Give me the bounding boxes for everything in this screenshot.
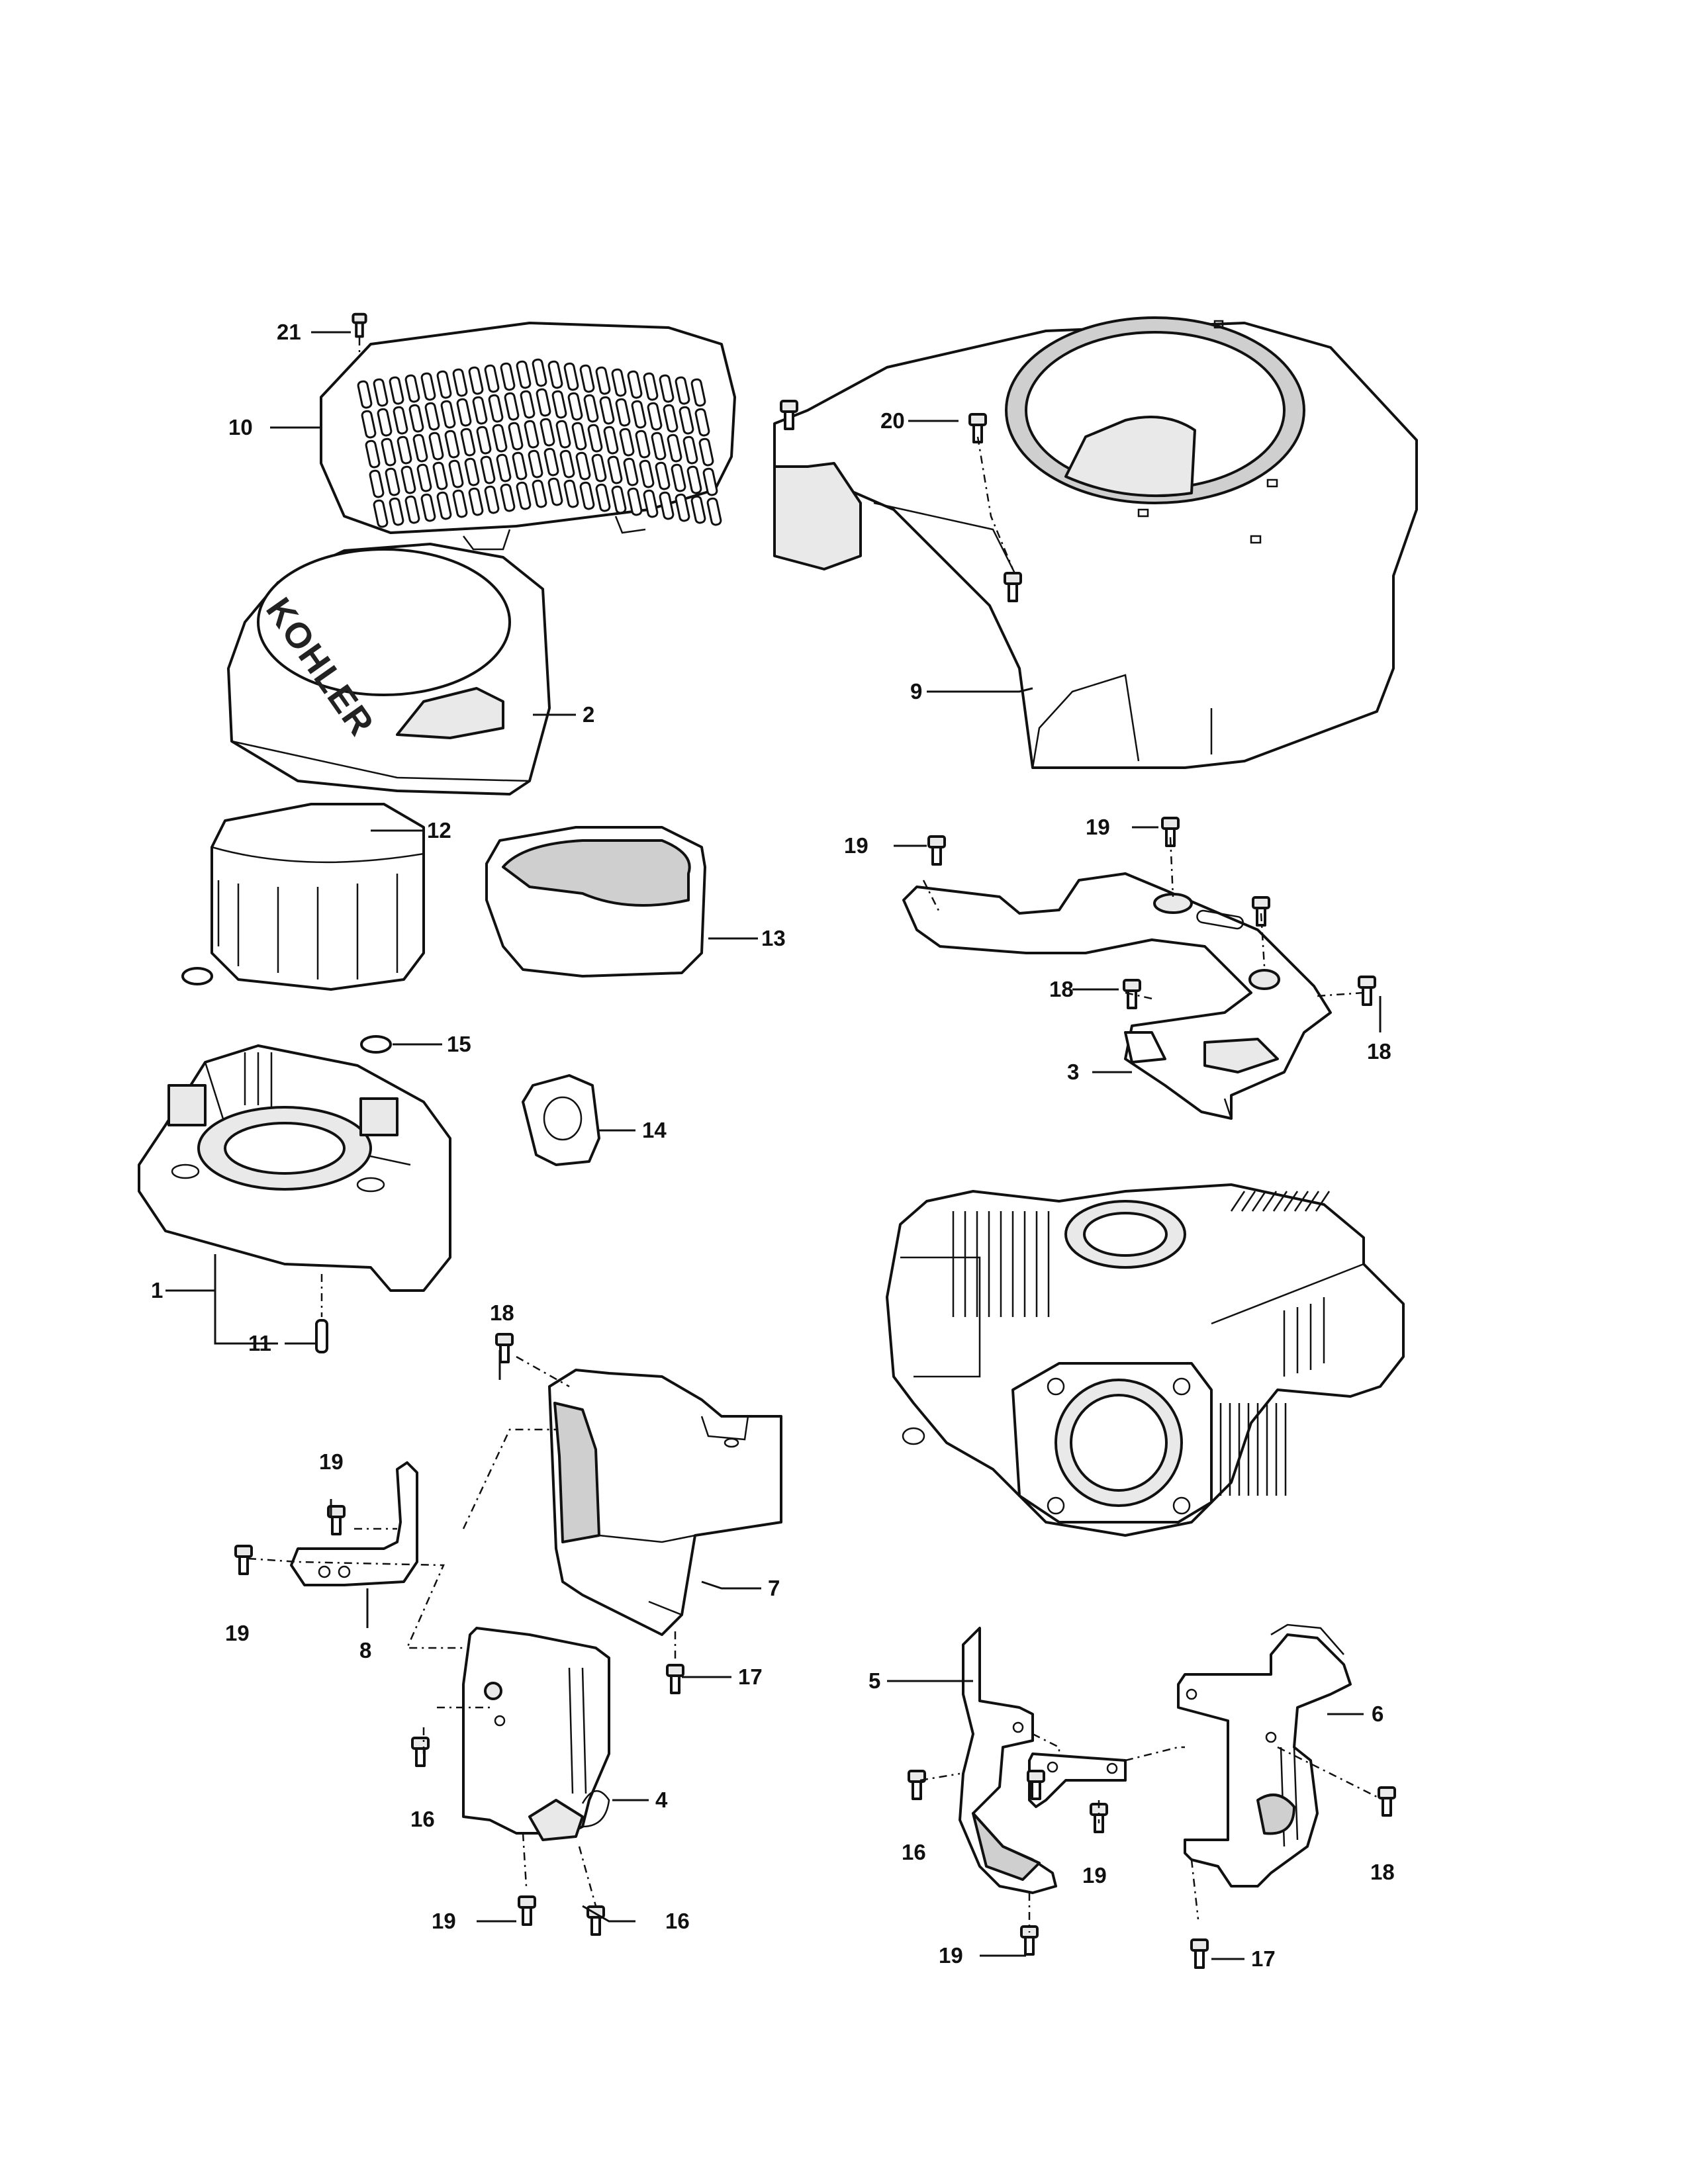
label-19-e: 19 [432, 1909, 456, 1933]
label-19-c: 19 [319, 1449, 344, 1474]
screw-icon [1123, 979, 1141, 1009]
label-19-g: 19 [939, 1943, 963, 1968]
part-1-air-cleaner-base [138, 1044, 451, 1292]
part-labels: 21 10 20 9 2 12 13 15 14 1 11 19 19 18 3… [151, 320, 1395, 1971]
part-9-blower-housing [773, 316, 1418, 769]
part-5-baffle [959, 1627, 1127, 1894]
part-12-filter-element [181, 803, 425, 991]
assembly-lines [248, 338, 1378, 1933]
label-19-a: 19 [844, 833, 868, 858]
screw-icon [1020, 1925, 1039, 1956]
label-17-a: 17 [738, 1664, 763, 1689]
label-16-b: 16 [665, 1909, 690, 1933]
screw-icon [1004, 572, 1022, 602]
screw-icon [1378, 1786, 1396, 1817]
label-14: 14 [642, 1118, 667, 1142]
label-19-d: 19 [225, 1621, 250, 1645]
part-11-pin [315, 1319, 328, 1353]
label-8: 8 [359, 1638, 371, 1662]
label-20: 20 [880, 408, 905, 433]
part-8-bracket [290, 1461, 418, 1586]
screw-icon [1190, 1938, 1209, 1969]
screw-icon [968, 413, 987, 443]
screw-icon [908, 1770, 926, 1800]
screw-icon [518, 1895, 536, 1926]
label-16-c: 16 [902, 1840, 926, 1864]
label-7: 7 [768, 1576, 780, 1600]
screw-icon [1090, 1803, 1108, 1833]
screw-icon [352, 312, 367, 338]
engine-crankcase [886, 1183, 1405, 1537]
part-7-cylinder-baffle [548, 1369, 782, 1636]
label-18-b: 18 [1367, 1039, 1391, 1064]
screw-icon [234, 1545, 253, 1575]
label-18-a: 18 [1049, 977, 1074, 1001]
label-9: 9 [910, 679, 922, 704]
label-15: 15 [447, 1032, 471, 1056]
label-4: 4 [655, 1788, 668, 1812]
label-19-b: 19 [1086, 815, 1110, 839]
part-4-baffle [462, 1627, 610, 1841]
label-17-b: 17 [1251, 1946, 1276, 1971]
screw-icon [927, 835, 946, 866]
label-13: 13 [761, 926, 786, 950]
part-2-air-cleaner-cover: KOHLER [227, 543, 551, 796]
part-13-pre-cleaner [485, 826, 706, 978]
label-11: 11 [248, 1331, 271, 1355]
part-14-gasket [522, 1074, 600, 1166]
part-3-bracket [902, 872, 1332, 1120]
label-3: 3 [1067, 1060, 1079, 1084]
part-15-o-ring [360, 1035, 392, 1054]
label-19-f: 19 [1082, 1863, 1107, 1888]
label-2: 2 [583, 702, 594, 727]
fasteners [234, 312, 1396, 1969]
screw-icon [780, 400, 798, 430]
part-6-baffle [1177, 1623, 1352, 1888]
screw-icon [1358, 976, 1376, 1006]
screw-icon [1027, 1770, 1045, 1800]
label-21: 21 [277, 320, 301, 344]
label-18-d: 18 [1370, 1860, 1395, 1884]
part-10-fan-grille [320, 322, 736, 551]
screw-icon [586, 1905, 605, 1936]
label-5: 5 [868, 1668, 880, 1693]
label-10: 10 [228, 415, 253, 439]
screw-icon [666, 1664, 684, 1694]
label-12: 12 [427, 818, 451, 842]
label-18-c: 18 [490, 1300, 514, 1325]
screw-icon [327, 1505, 346, 1535]
label-6: 6 [1372, 1702, 1383, 1726]
screw-icon [411, 1737, 430, 1767]
leader-lines [165, 331, 1382, 1960]
label-1: 1 [151, 1278, 163, 1302]
label-16-a: 16 [410, 1807, 435, 1831]
